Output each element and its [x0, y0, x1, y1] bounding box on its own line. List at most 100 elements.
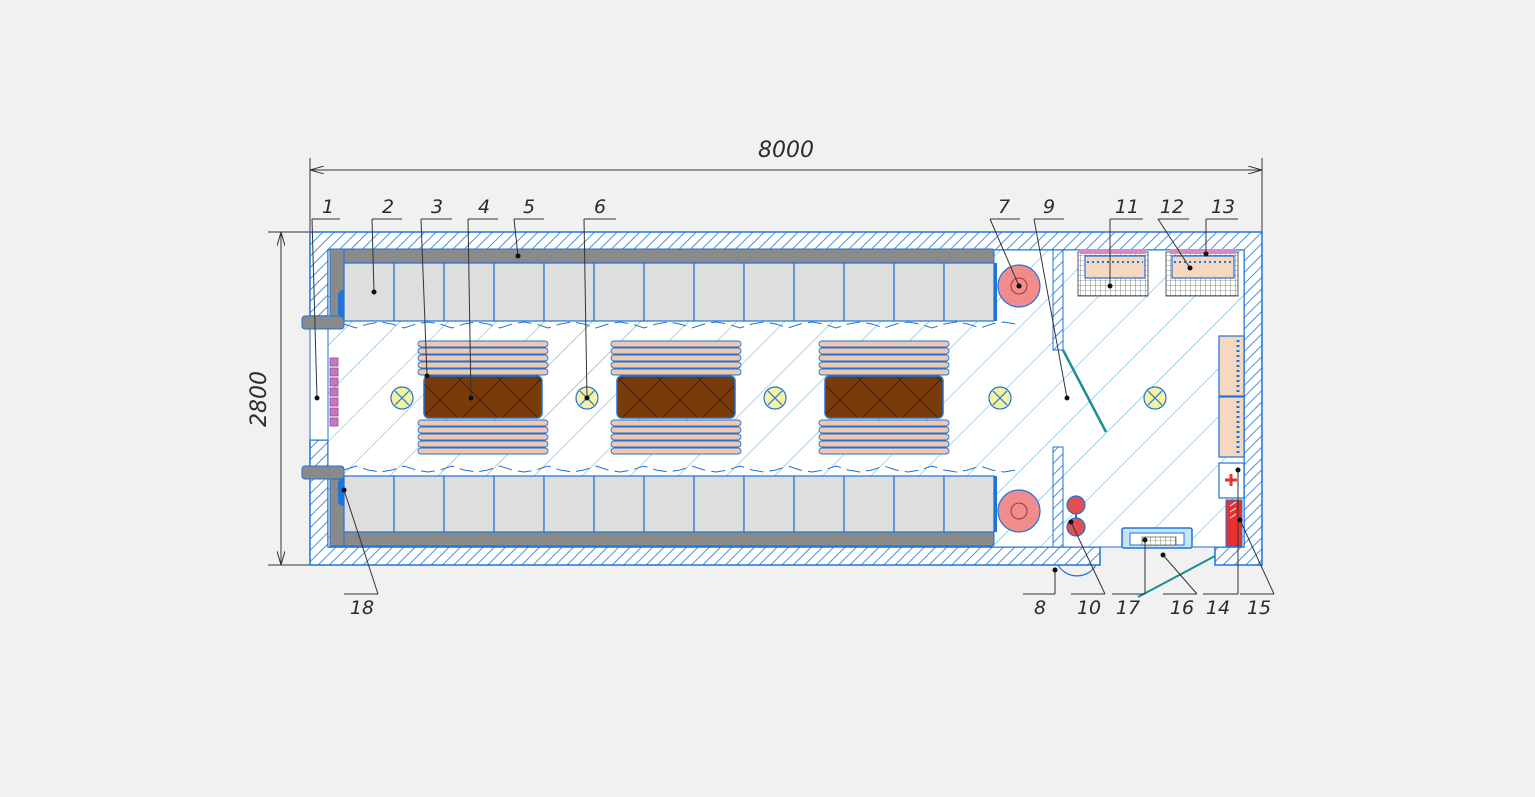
cot-slat — [610, 354, 742, 362]
tank-cell — [693, 262, 745, 322]
cot-slat — [417, 433, 549, 441]
cot-slat — [818, 440, 950, 448]
tank-cell — [593, 475, 645, 533]
tank-cell — [943, 262, 995, 322]
callout-13: 13 — [1203, 196, 1238, 257]
callout-1: 1 — [311, 196, 340, 401]
tank-cell — [843, 475, 895, 533]
callout-label: 1 — [322, 196, 334, 218]
cot-slat — [818, 426, 950, 434]
callout-label: 7 — [998, 196, 1010, 218]
lamps — [390, 386, 1167, 410]
tank-cell — [793, 475, 845, 533]
callout-label: 10 — [1077, 597, 1101, 619]
cot-slat — [417, 340, 549, 348]
tank-cell — [393, 475, 445, 533]
cot-slat — [417, 419, 549, 427]
bed — [423, 375, 543, 419]
bed — [616, 375, 736, 419]
inner-door-leaf — [1061, 349, 1108, 433]
cot-slat — [610, 340, 742, 348]
callout-label: 4 — [478, 196, 490, 218]
cot-slat — [417, 361, 549, 369]
tank-cell — [893, 475, 945, 533]
lamp-icon — [1143, 386, 1167, 410]
tank-cell — [393, 262, 445, 322]
callout-12: 12 — [1157, 196, 1193, 271]
callout-5: 5 — [513, 196, 544, 259]
callout-label: 17 — [1116, 597, 1140, 619]
width-label: 2800 — [247, 371, 272, 427]
dimension-width: 2800 — [247, 231, 312, 566]
callout-7: 7 — [989, 196, 1022, 289]
cot-slat — [818, 419, 950, 427]
callout-11: 11 — [1107, 196, 1143, 289]
callout-label: 8 — [1034, 597, 1046, 619]
cot-slat — [818, 340, 950, 348]
wall-cabinet — [1218, 335, 1245, 458]
cot-slat — [610, 347, 742, 355]
pipe-network — [301, 248, 995, 547]
callout-label: 12 — [1160, 196, 1184, 218]
callout-8: 8 — [1023, 567, 1058, 619]
wall-heater — [329, 357, 339, 427]
tank-cell — [343, 475, 395, 533]
cot-slat — [610, 447, 742, 455]
cot-slat — [417, 426, 549, 434]
cot-slat — [818, 433, 950, 441]
cot-slat — [610, 361, 742, 369]
lamp-icon — [988, 386, 1012, 410]
rack-12 — [1165, 249, 1239, 297]
air-sprayers — [343, 321, 1017, 473]
cot-slat — [417, 368, 549, 376]
tank-cell — [593, 262, 645, 322]
tank-cell — [843, 262, 895, 322]
lamp-icon — [390, 386, 414, 410]
first-aid-icon — [1218, 462, 1245, 499]
callout-15: 15 — [1237, 517, 1275, 619]
incubator-group-2 — [610, 340, 742, 455]
tank-cell — [893, 262, 945, 322]
incubator-group-1 — [417, 340, 549, 455]
cot-slat — [610, 419, 742, 427]
tank-cell — [943, 475, 995, 533]
cot-slat — [610, 426, 742, 434]
callout-9: 9 — [1033, 196, 1070, 401]
cot-slat — [818, 361, 950, 369]
cot-slat — [417, 354, 549, 362]
callout-3: 3 — [420, 196, 452, 379]
callout-18: 18 — [341, 487, 379, 619]
tank-cell — [643, 475, 695, 533]
bed — [824, 375, 944, 419]
callout-label: 3 — [431, 196, 443, 218]
cot-slat — [610, 440, 742, 448]
cot-slat — [818, 368, 950, 376]
tank-cell — [743, 262, 795, 322]
cot-slat — [417, 347, 549, 355]
sink-unit — [1121, 527, 1193, 549]
callout-label: 2 — [382, 196, 394, 218]
callout-2: 2 — [371, 196, 402, 295]
tank-cell — [543, 475, 595, 533]
callout-10: 10 — [1068, 519, 1106, 619]
extinguisher-icon — [1225, 499, 1243, 547]
dimension-length: 8000 — [309, 138, 1263, 232]
callout-4: 4 — [467, 196, 498, 401]
tank-cell — [493, 475, 545, 533]
callout-17: 17 — [1112, 537, 1148, 619]
cot-slat — [818, 354, 950, 362]
callout-label: 16 — [1170, 597, 1194, 619]
cot-slat — [417, 447, 549, 455]
callout-label: 6 — [594, 196, 606, 218]
cot-slat — [818, 447, 950, 455]
cot-slat — [818, 347, 950, 355]
tank-cell — [793, 262, 845, 322]
cot-slat — [610, 433, 742, 441]
valve-pair — [1066, 495, 1086, 537]
cot-slat — [610, 368, 742, 376]
callout-label: 11 — [1115, 196, 1139, 218]
callout-6: 6 — [583, 196, 616, 401]
